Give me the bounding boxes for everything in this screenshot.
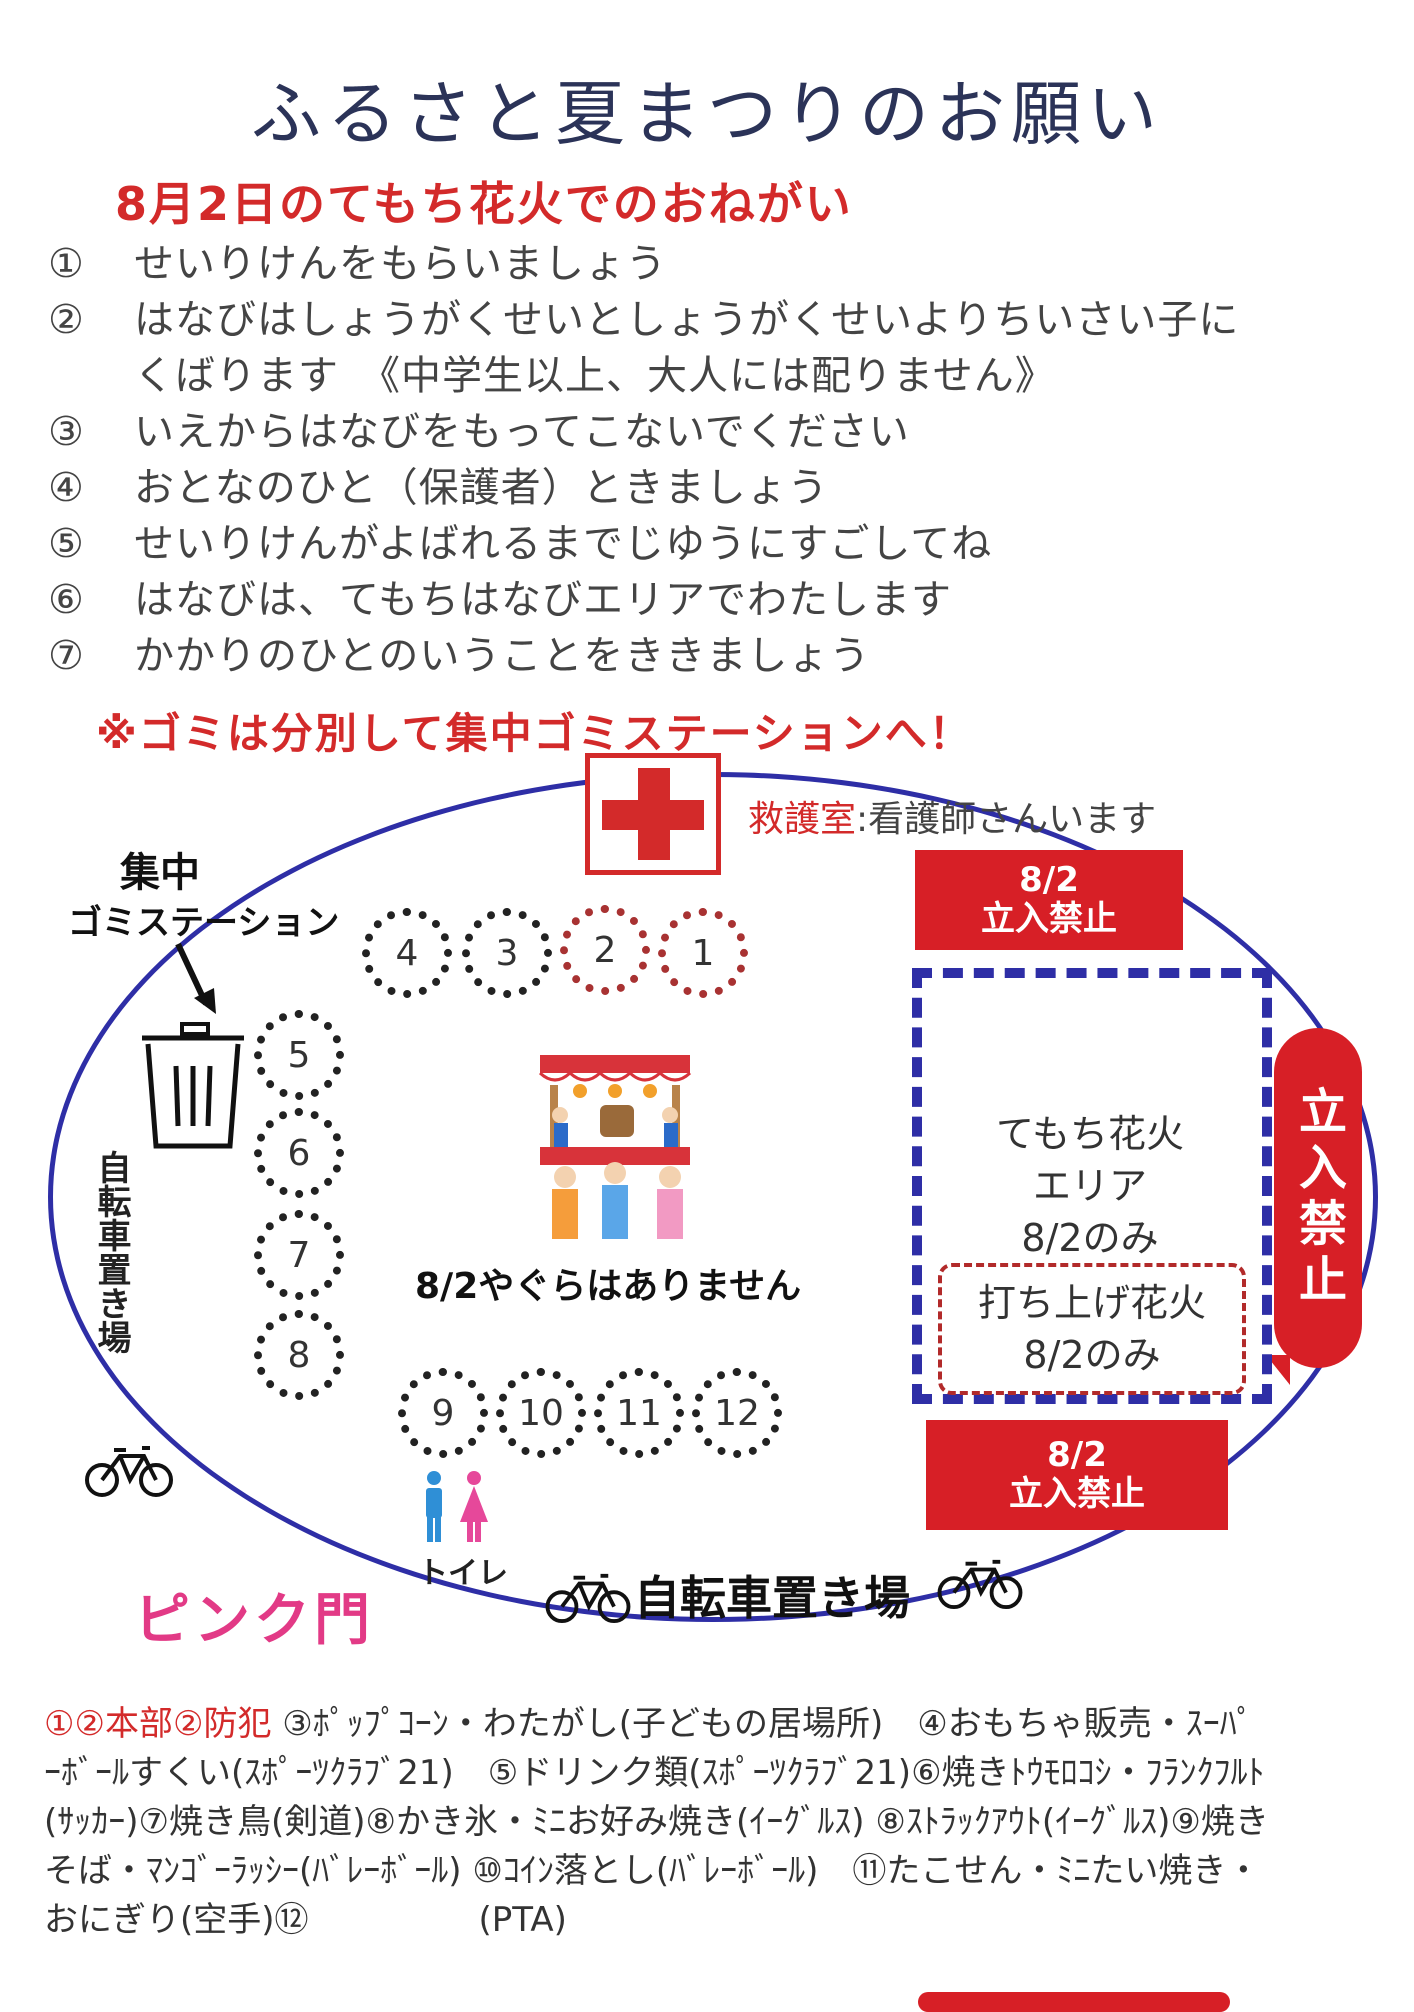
pink-gate-label: ピンク門 <box>134 1588 374 1653</box>
stall-10: 10 <box>496 1368 586 1458</box>
rule-text: せいりけんをもらいましょう <box>134 241 667 287</box>
rule-continuation: くばります 《中学生以上、大人には配りません》 <box>134 353 1056 399</box>
stall-9: 9 <box>398 1368 488 1458</box>
trash-note: ※ゴミは分別して集中ゴミステーションへ！ <box>96 709 973 758</box>
rule-text: かかりのひとのいうことをききましょう <box>134 633 871 679</box>
rule-text: はなびは、てもちはなびエリアでわたします <box>134 577 952 623</box>
stall-8: 8 <box>254 1310 344 1400</box>
legend-line: おにぎり(空手)⑫ (PTA) <box>44 1900 567 1940</box>
rule-text: おとなのひと（保護者）ときましょう <box>134 465 829 511</box>
first-aid-label: 救護室:看護師さんいます <box>748 799 1157 840</box>
rule-number: ① <box>48 241 85 287</box>
rule-item: ⑥ はなびは、てもちはなびエリアでわたします <box>48 572 1388 628</box>
rule-number: ② <box>48 297 85 343</box>
stall-2: 2 <box>560 905 650 995</box>
legend-line: ｰﾎﾞｰﾙすくい(ｽﾎﾟｰﾂｸﾗﾌﾞ21) ⑤ドリンク類(ｽﾎﾟｰﾂｸﾗﾌﾞ21… <box>44 1753 1265 1793</box>
stall-11: 11 <box>594 1368 684 1458</box>
rule-number: ③ <box>48 409 85 455</box>
stall-5: 5 <box>254 1010 344 1100</box>
stall-12: 12 <box>692 1368 782 1458</box>
rule-item: ⑦ かかりのひとのいうことをききましょう <box>48 628 1388 684</box>
rule-number: ④ <box>48 465 85 511</box>
first-aid-cross-icon <box>585 753 721 875</box>
stall-6: 6 <box>254 1108 344 1198</box>
bicycle-icon <box>85 1446 173 1497</box>
rule-number: ⑥ <box>48 577 85 623</box>
stall-1: 1 <box>658 908 748 998</box>
page-title: ふるさと夏まつりのお願い <box>251 73 1163 155</box>
rule-item: ⑤ せいりけんがよばれるまでじゆうにすごしてね <box>48 516 1388 572</box>
festival-yagura-illustration <box>538 1055 692 1239</box>
arrow-down-icon <box>175 942 216 1014</box>
no-entry-sign-side: 立入禁止 <box>1274 1028 1362 1368</box>
legend-line: (ｻｯｶｰ)⑦焼き鳥(剣道)⑧かき氷・ﾐﾆお好み焼き(ｲｰｸﾞﾙｽ) ⑧ｽﾄﾗｯ… <box>44 1802 1269 1842</box>
bicycle-icon <box>937 1559 1023 1610</box>
restroom-label: トイレ <box>418 1556 508 1591</box>
restroom-icon <box>426 1471 488 1542</box>
stall-7: 7 <box>254 1210 344 1300</box>
rule-item: ③ いえからはなびをもってこないでください <box>48 404 1388 460</box>
stall-3: 3 <box>462 908 552 998</box>
bicycle-parking-horizontal: 自転車置き場 <box>634 1571 910 1625</box>
subtitle: 8月2日のてもち花火でのおねがい <box>115 177 853 231</box>
bicycle-parking-vertical: 自転車置き場 <box>91 1150 131 1354</box>
rule-item: ④ おとなのひと（保護者）ときましょう <box>48 460 1388 516</box>
rule-number: ⑦ <box>48 633 85 679</box>
rules-list: ① せいりけんをもらいましょう ② はなびはしょうがくせいとしょうがくせいよりちいさ… <box>48 236 1388 684</box>
decorative-bar <box>918 1992 1230 2012</box>
rule-text: はなびはしょうがくせいとしょうがくせいよりちいさい子に <box>134 297 1240 343</box>
bicycle-icon <box>545 1573 631 1624</box>
rule-text: いえからはなびをもってこないでください <box>134 409 910 455</box>
trash-can-icon <box>142 1022 244 1149</box>
rule-number: ⑤ <box>48 521 85 567</box>
rule-item: ② はなびはしょうがくせいとしょうがくせいよりちいさい子に <box>48 292 1388 348</box>
handheld-fireworks-area <box>912 968 1272 1404</box>
rule-item: ① せいりけんをもらいましょう <box>48 236 1388 292</box>
garbage-station-title: 集中 <box>120 850 200 896</box>
yagura-notice: 8/2やぐらはありません <box>415 1266 802 1307</box>
rule-text: せいりけんがよばれるまでじゆうにすごしてね <box>134 521 993 567</box>
garbage-station-subtitle: ゴミステーション <box>68 903 340 943</box>
stall-4: 4 <box>362 908 452 998</box>
stall-legend: ①②本部②防犯 ③ﾎﾟｯﾌﾟｺｰﾝ・わたがし(子どもの居場所) ④おもちゃ販売・… <box>44 1700 1384 1945</box>
legend-line: ①②本部②防犯 ③ﾎﾟｯﾌﾟｺｰﾝ・わたがし(子どもの居場所) ④おもちゃ販売・… <box>44 1704 1254 1744</box>
legend-line: そば・ﾏﾝｺﾞｰﾗｯｼｰ(ﾊﾞﾚｰﾎﾞｰﾙ) ⑩ｺｲﾝ落とし(ﾊﾞﾚｰﾎﾞｰﾙ)… <box>44 1851 1261 1891</box>
